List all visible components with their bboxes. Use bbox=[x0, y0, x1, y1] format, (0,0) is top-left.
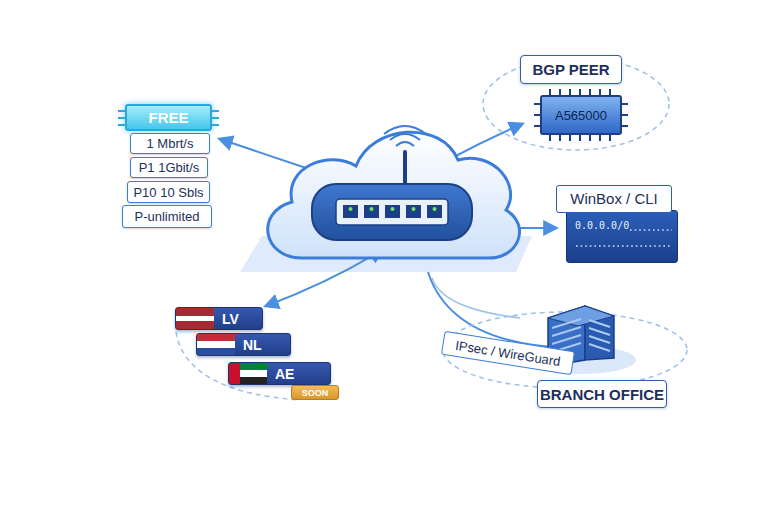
asn-chip: A565000 bbox=[540, 95, 622, 135]
wifi-arc bbox=[396, 142, 414, 146]
port-panel bbox=[336, 199, 448, 225]
node-text: BRANCH OFFICE bbox=[540, 386, 664, 403]
node-text: AE bbox=[275, 366, 294, 382]
node-text: P1 1Gbit/s bbox=[139, 160, 200, 175]
node-text: NL bbox=[243, 337, 262, 353]
location-flag: NL bbox=[196, 333, 291, 356]
console-dots bbox=[576, 230, 672, 246]
site-label-box: BRANCH OFFICE bbox=[537, 380, 667, 408]
arrow bbox=[220, 139, 318, 172]
plan-box: P1 1Gbit/s bbox=[130, 157, 208, 178]
console-panel: WinBox / CLI0.0.0.0/0 bbox=[556, 185, 678, 263]
link-line bbox=[432, 278, 520, 318]
node-text: A565000 bbox=[555, 108, 607, 123]
node-text: 1 Mbrt/s bbox=[147, 136, 194, 151]
node-text: WinBox / CLI bbox=[556, 185, 672, 213]
port bbox=[364, 205, 379, 218]
node-text: BGP PEER bbox=[532, 61, 609, 78]
antenna bbox=[403, 152, 407, 186]
dashed-ring bbox=[483, 58, 669, 150]
port-led bbox=[412, 207, 416, 211]
chip-pins bbox=[534, 89, 628, 141]
port-led bbox=[370, 207, 374, 211]
tunnel-label: IPsec / WireGuard bbox=[441, 331, 575, 375]
node-text: P-unlimited bbox=[134, 209, 199, 224]
node-text: IPsec / WireGuard bbox=[454, 337, 561, 368]
arrow bbox=[448, 124, 522, 160]
wifi-arc bbox=[390, 134, 420, 140]
port-led bbox=[433, 207, 437, 211]
plan-box: 1 Mbrt/s bbox=[130, 133, 210, 154]
plan-box: P-unlimited bbox=[122, 205, 212, 228]
building-roof bbox=[548, 306, 614, 326]
wifi-arc bbox=[384, 126, 426, 134]
cloud-shape bbox=[268, 132, 520, 258]
node-body-text: 0.0.0.0/0 bbox=[566, 210, 678, 263]
location-flag: LV bbox=[175, 307, 263, 330]
port bbox=[343, 205, 358, 218]
router-body bbox=[312, 184, 472, 240]
status-badge: SOON bbox=[291, 385, 339, 400]
port bbox=[406, 205, 421, 218]
location-flag: AESOON bbox=[228, 362, 331, 385]
node-text: LV bbox=[222, 311, 239, 327]
node-text: FREE bbox=[148, 109, 188, 126]
node-text: P10 10 Sbls bbox=[133, 185, 203, 200]
peer-label-box: BGP PEER bbox=[520, 55, 622, 84]
plan-box: P10 10 Sbls bbox=[127, 181, 210, 203]
port-led bbox=[349, 207, 353, 211]
port-led bbox=[391, 207, 395, 211]
plan-chip: FREE bbox=[125, 104, 212, 131]
port bbox=[385, 205, 400, 218]
building-windows bbox=[552, 319, 610, 352]
node-text: SOON bbox=[302, 388, 329, 398]
port bbox=[427, 205, 442, 218]
